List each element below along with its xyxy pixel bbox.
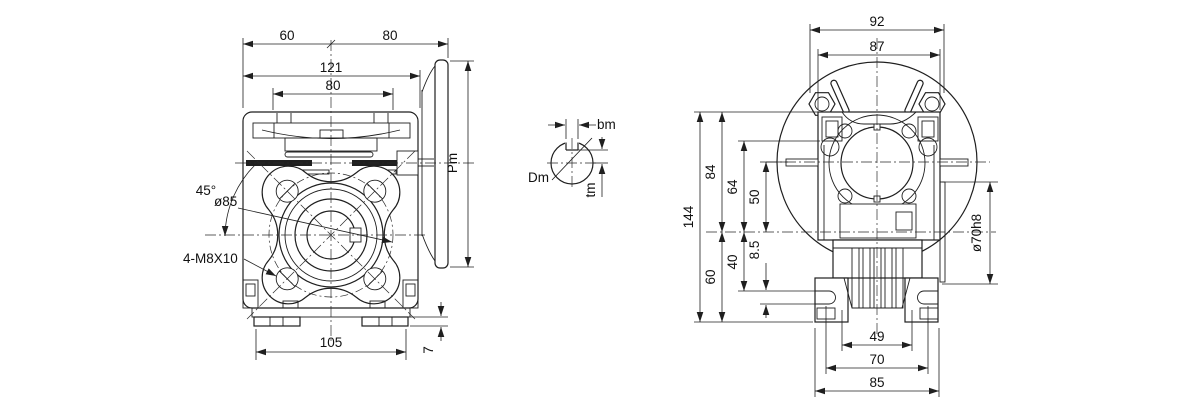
dim-80-cover: 80 <box>272 78 394 110</box>
front-base <box>242 279 419 327</box>
label-45deg: 45° <box>196 183 216 198</box>
dim-92: 92 <box>809 14 945 93</box>
dim-64: 64 <box>725 140 820 232</box>
dim-64-label: 64 <box>725 179 740 195</box>
dim-50-label: 50 <box>747 189 762 204</box>
dim-dm-label: Dm <box>528 170 549 185</box>
dim-49-label: 49 <box>869 329 884 344</box>
foot-slot-left <box>815 290 836 305</box>
dim-bm-label: bm <box>597 117 616 132</box>
dim-7-label: 7 <box>421 346 436 354</box>
dim-tm-label: tm <box>583 183 598 198</box>
dim-40-label: 40 <box>725 254 740 269</box>
dim-144: 144 <box>681 111 820 323</box>
shaft-section-detail: bm Dm tm <box>528 117 616 198</box>
side-face-block <box>817 111 941 241</box>
motor-flange-plate <box>434 59 449 269</box>
dim-dm: Dm <box>528 170 549 185</box>
dim-dia70h8-label: ø70h8 <box>969 214 984 252</box>
shaft-keyway <box>565 142 579 151</box>
dim-tm: tm <box>578 137 608 198</box>
pin-right <box>904 79 924 115</box>
dim-70: 70 <box>825 306 929 374</box>
dim-49: 49 <box>841 310 913 351</box>
label-dia85: ø85 <box>214 194 237 209</box>
side-lower-body <box>814 239 939 323</box>
dim-85-label: 85 <box>869 375 884 390</box>
note-dia85: ø85 <box>214 194 393 244</box>
dim-60-side: 60 <box>703 232 726 322</box>
side-foot-left <box>814 277 849 323</box>
side-centerlines <box>706 38 996 336</box>
dim-8-5: 8.5 <box>747 241 815 318</box>
cooling-fins <box>851 247 904 309</box>
dim-60-label: 60 <box>279 28 294 43</box>
dim-dia70h8: ø70h8 <box>942 181 998 285</box>
foot-slot-right <box>917 290 938 305</box>
dim-70-label: 70 <box>869 352 884 367</box>
label-4-m8x10: 4-M8X10 <box>183 251 238 266</box>
dim-40: 40 <box>725 232 815 292</box>
dim-80-top-label: 80 <box>382 28 397 43</box>
front-view: 60 80 121 80 105 7 <box>183 28 476 360</box>
dim-7: 7 <box>410 302 448 354</box>
side-foot-right <box>904 277 939 323</box>
dim-bm: bm <box>548 117 616 139</box>
dim-87: 87 <box>817 39 941 110</box>
dim-8-5-label: 8.5 <box>747 241 762 260</box>
dim-80-cover-label: 80 <box>325 78 340 93</box>
pin-left <box>830 79 850 115</box>
dim-121: 121 <box>243 60 421 108</box>
dim-84-label: 84 <box>703 164 718 180</box>
dim-144-label: 144 <box>681 205 696 228</box>
dim-87-label: 87 <box>869 39 884 54</box>
bolt-circle <box>268 172 394 298</box>
dim-121-label: 121 <box>320 60 343 75</box>
dim-105-label: 105 <box>320 335 343 350</box>
dm-leader <box>551 137 593 181</box>
dim-60-side-label: 60 <box>703 269 718 284</box>
front-motor-flange <box>421 59 449 269</box>
dim-92-label: 92 <box>869 14 884 29</box>
dim-pm-label: Pm <box>445 153 460 173</box>
front-centerlines <box>205 40 476 344</box>
side-view: 92 87 144 84 60 64 <box>681 14 998 397</box>
dim-50: 50 <box>747 161 788 232</box>
dim-84: 84 <box>703 112 726 232</box>
dim-85: 85 <box>814 328 940 397</box>
dim-60-80-top: 60 80 <box>242 28 449 108</box>
dim-105: 105 <box>255 329 407 360</box>
note-4-m8x10: 4-M8X10 <box>183 251 277 277</box>
shaft-end-left <box>785 158 819 167</box>
dim-pm: Pm <box>445 60 474 268</box>
note-45deg: 45° <box>196 161 259 237</box>
shaft-end-right <box>939 158 969 167</box>
